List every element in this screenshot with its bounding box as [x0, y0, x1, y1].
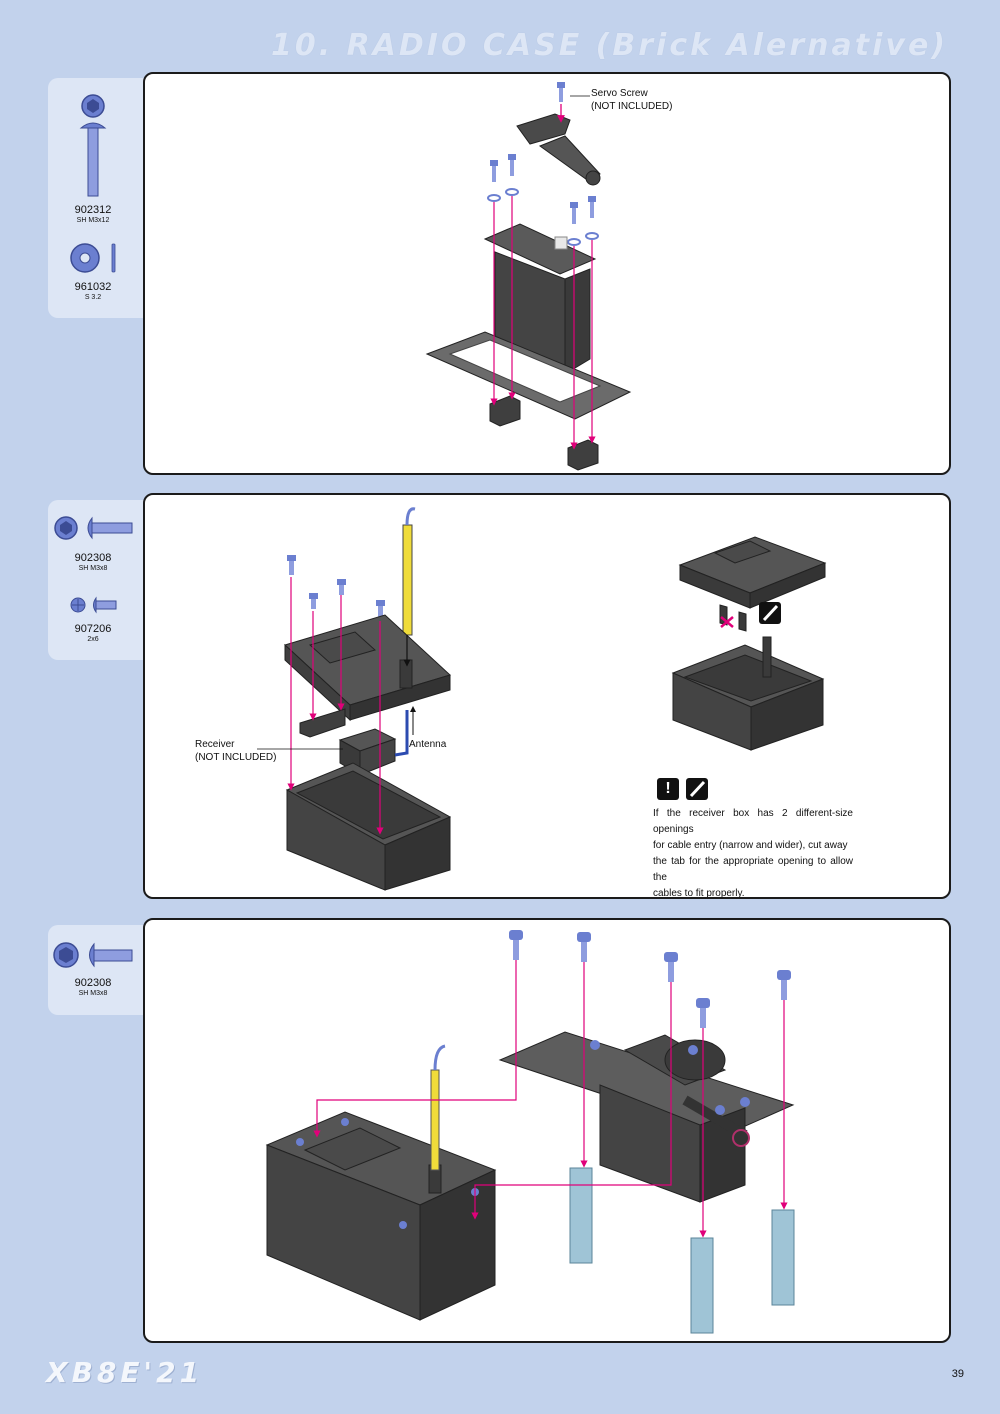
note-line: for cable entry (narrow and wider), cut …	[653, 840, 848, 851]
part-size: SH M3x12	[76, 217, 110, 224]
part-number: 902308	[74, 977, 112, 989]
knife-icon	[759, 602, 781, 624]
xb8e-logo: XB8E'21	[46, 1356, 204, 1389]
not-included-label: (NOT INCLUDED)	[591, 101, 673, 112]
receiver-clip	[299, 708, 346, 738]
note-line: the tab for the appropriate opening to a…	[653, 856, 853, 883]
step3-panel	[143, 918, 951, 1343]
part-size: SH M3x8	[78, 565, 108, 572]
part-number: 902308	[74, 552, 112, 564]
cut-tab-lid	[678, 536, 827, 632]
part-label-902308: 902308 SH M3x8	[48, 977, 138, 998]
receiver-callout: Receiver (NOT INCLUDED)	[195, 738, 276, 764]
receiver-label: Receiver	[195, 739, 235, 750]
part-label-902312: 902312 SH M3x12	[48, 204, 138, 225]
parts-tab-step3: 902308 SH M3x8	[48, 925, 148, 1015]
receiver-box-lid	[284, 614, 451, 722]
aluminum-spacers	[569, 1167, 795, 1334]
part-label-902308: 902308 SH M3x8	[48, 552, 138, 573]
servo-horn	[516, 113, 601, 186]
screw-907206-icon	[70, 596, 117, 614]
antenna-tube	[402, 507, 416, 636]
parts-icons-step2	[54, 516, 133, 614]
part-size: S 3.2	[84, 294, 102, 301]
parts-icons-step1	[70, 94, 116, 273]
page-number: 39	[951, 1368, 964, 1380]
final-assembly-diagram	[265, 930, 795, 1334]
servo-screw-label: Servo Screw	[591, 88, 648, 99]
lid-screws	[287, 555, 385, 620]
note-line: cables to fit properly.	[653, 888, 745, 899]
servo-screw-icon	[557, 82, 565, 102]
receiver-box-base	[285, 762, 452, 891]
exclamation-icon: !	[657, 778, 679, 800]
mount-screws	[509, 930, 791, 1028]
step1-panel: Servo Screw (NOT INCLUDED)	[143, 72, 951, 475]
servo-assembly-diagram	[425, 82, 632, 471]
servo-mount-screws	[487, 154, 599, 246]
hobby-knife-icon	[686, 778, 708, 800]
note-line: If the receiver box has 2 different-size…	[653, 808, 853, 835]
washer-961032-icon	[70, 243, 116, 273]
antenna-callout: Antenna	[409, 739, 447, 750]
part-number: 902312	[74, 204, 112, 216]
part-number: 961032	[74, 281, 112, 293]
receiver-box-closed	[265, 1044, 497, 1321]
part-number: 907206	[74, 623, 112, 635]
parts-tab-step2: 902308 SH M3x8 907206 2x6	[48, 500, 148, 660]
step2-panel: Receiver (NOT INCLUDED) Antenna ! If the…	[143, 493, 951, 899]
screw-902308-icon	[53, 942, 133, 968]
page-title: 10. RADIO CASE (Brick Alernative)	[270, 28, 948, 63]
servo-screw-callout: Servo Screw (NOT INCLUDED)	[591, 87, 672, 113]
cut-tab-box	[671, 636, 825, 751]
part-size: 2x6	[87, 636, 99, 643]
screw-902312-icon	[79, 94, 107, 197]
carbon-servo-plate	[425, 331, 632, 420]
part-size: SH M3x8	[78, 990, 108, 997]
parts-tab-step1: 902312 SH M3x12 961032 S 3.2	[48, 78, 148, 318]
screw-902308-icon	[54, 516, 133, 540]
not-included-label: (NOT INCLUDED)	[195, 752, 277, 763]
servo-plate-assembly	[498, 1031, 795, 1203]
part-label-961032: 961032 S 3.2	[48, 281, 138, 302]
cable-opening-note: If the receiver box has 2 different-size…	[653, 806, 853, 899]
receiver-box-diagram	[257, 507, 827, 891]
parts-icons-step3	[53, 942, 133, 968]
part-label-907206: 907206 2x6	[48, 623, 138, 644]
